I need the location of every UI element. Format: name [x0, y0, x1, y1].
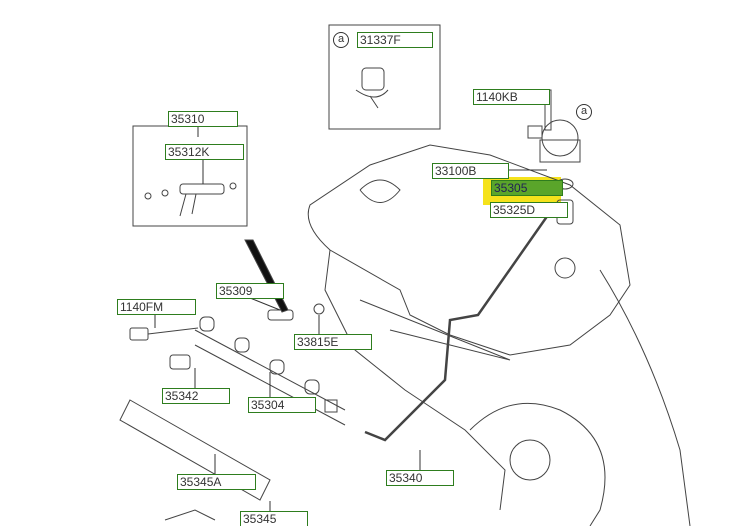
- label-35309[interactable]: 35309: [216, 283, 284, 299]
- inset-frame-a: [328, 24, 441, 130]
- label-33815E[interactable]: 33815E: [294, 334, 372, 350]
- label-35312K[interactable]: 35312K: [165, 144, 244, 160]
- label-31337F[interactable]: 31337F: [357, 32, 433, 48]
- label-1140KB[interactable]: 1140KB: [473, 89, 550, 105]
- label-35340[interactable]: 35340: [386, 470, 454, 486]
- label-35305-selected[interactable]: 35305: [491, 180, 563, 196]
- label-35325D[interactable]: 35325D: [490, 202, 568, 218]
- label-33100B[interactable]: 33100B: [432, 163, 509, 179]
- engine-block-outline: [307, 144, 691, 526]
- label-35345A[interactable]: 35345A: [177, 474, 256, 490]
- pump-follower-icon: [355, 67, 389, 109]
- injector-kit-frame: [132, 125, 248, 227]
- high-pressure-pipe: [364, 214, 550, 442]
- label-35345[interactable]: 35345: [240, 511, 308, 526]
- leader-lines: [154, 96, 547, 511]
- label-1140FM[interactable]: 1140FM: [117, 299, 196, 315]
- inset-marker-a: a: [333, 32, 349, 48]
- label-35304[interactable]: 35304: [248, 397, 316, 413]
- fuel-pump-icon: [527, 89, 581, 225]
- injector-icon: [144, 182, 237, 217]
- pointer-arrow: [244, 239, 289, 313]
- pump-marker-a: a: [576, 104, 592, 120]
- label-35310[interactable]: 35310: [168, 111, 238, 127]
- fuel-rail-icon: [119, 303, 346, 521]
- label-35342[interactable]: 35342: [162, 388, 230, 404]
